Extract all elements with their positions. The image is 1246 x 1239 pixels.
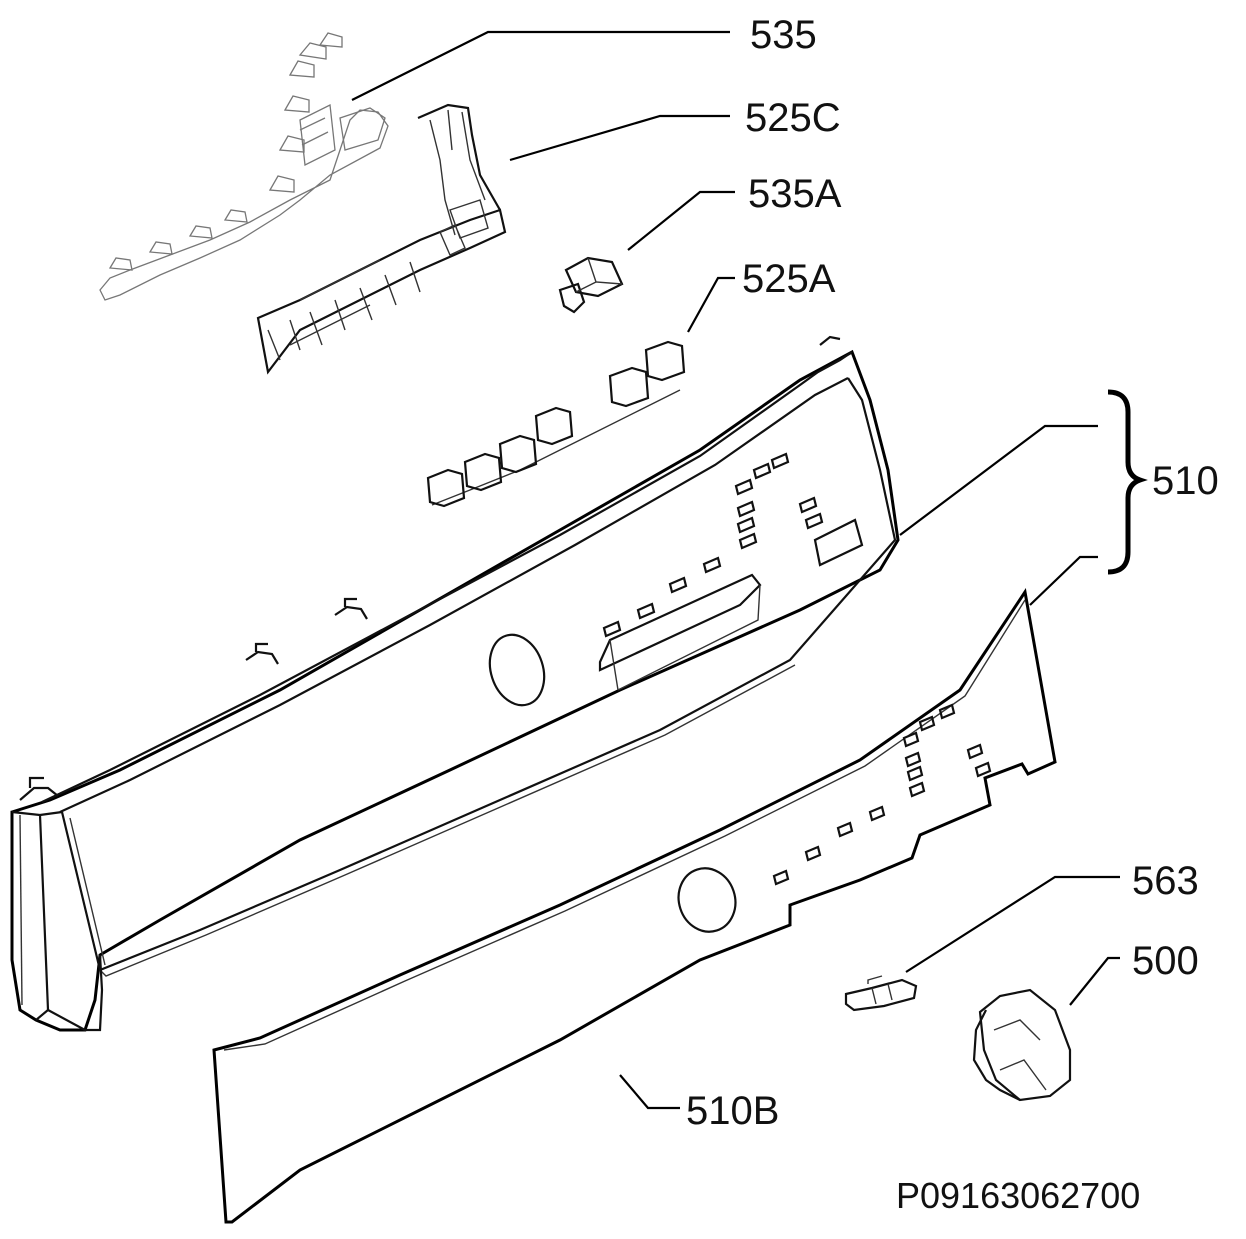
part-535A-button (558, 256, 624, 314)
leader-525A (687, 276, 735, 333)
part-510B-foil-panel (212, 588, 1057, 1224)
part-510-control-panel (10, 335, 900, 1032)
part-500-knob (972, 988, 1072, 1102)
leader-500 (1069, 956, 1120, 1006)
drawing-code: P09163062700 (896, 1175, 1140, 1216)
part-525C-bracket (256, 103, 507, 375)
label-535A: 535A (748, 172, 842, 216)
label-510: 510 (1152, 459, 1219, 503)
leader-lines (351, 30, 1120, 1110)
leader-510 (899, 424, 1098, 536)
leader-510B-bottom (619, 1074, 680, 1110)
label-510B: 510B (686, 1089, 779, 1133)
part-535-button-strip (99, 32, 389, 301)
label-563: 563 (1132, 859, 1199, 903)
label-500: 500 (1132, 939, 1199, 983)
label-535: 535 (750, 13, 817, 57)
leader-535A (627, 190, 735, 251)
leader-525C (509, 114, 730, 162)
part-525A-button-row (426, 340, 686, 508)
brace-510 (1107, 389, 1148, 575)
label-525A: 525A (742, 257, 836, 301)
leader-563 (905, 875, 1120, 973)
label-525C: 525C (745, 96, 841, 140)
part-563-spindle (844, 975, 918, 1012)
leader-535 (351, 30, 730, 101)
leader-510B (1029, 555, 1098, 606)
